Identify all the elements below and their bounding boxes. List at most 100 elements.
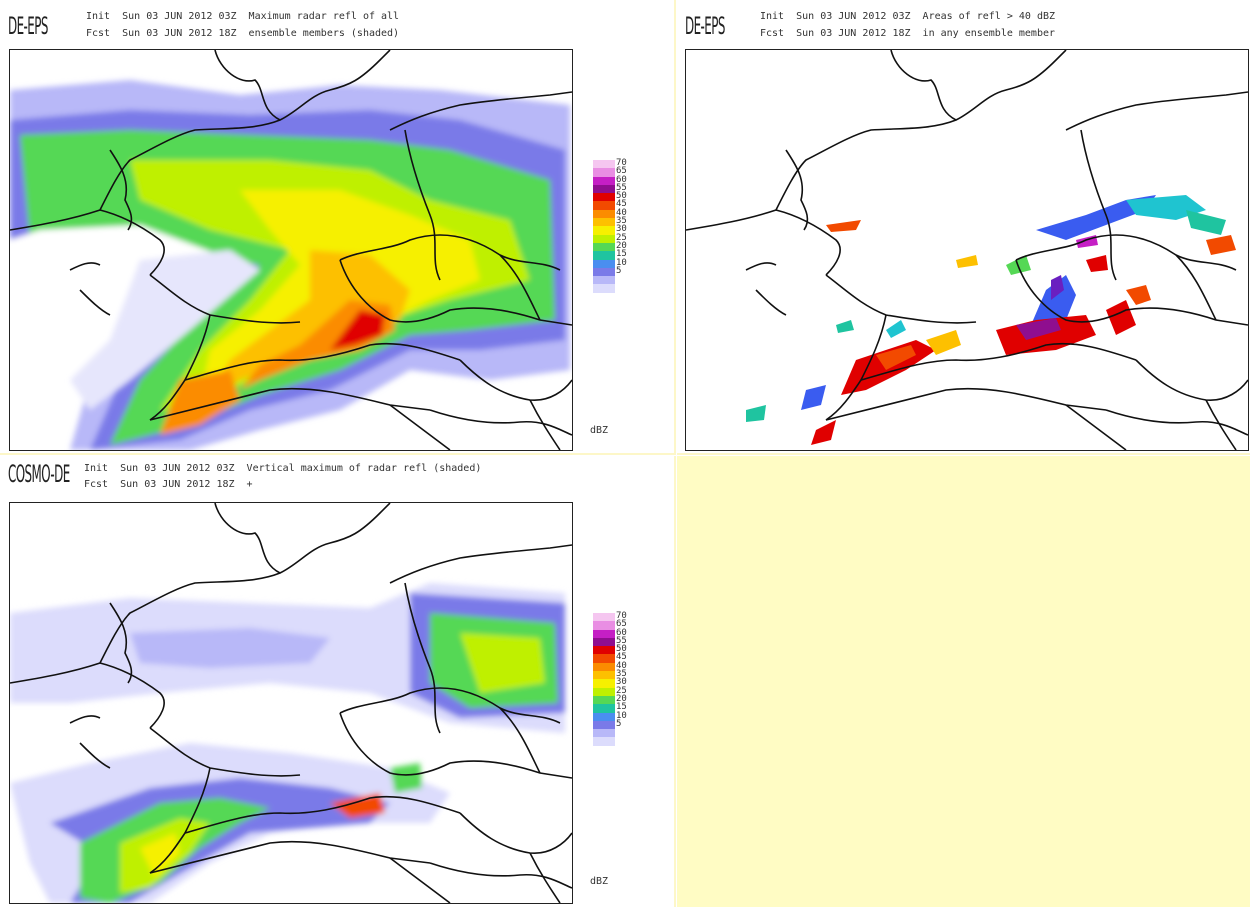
legend-row: 35 [593,669,653,680]
fcst-line: Fcst Sun 03 JUN 2012 18Z + [84,479,253,490]
legend-row: 30 [593,224,653,235]
legend-row: 45 [593,199,653,210]
legend-swatch [593,695,615,705]
legend-swatch [593,184,615,194]
legend-swatch [593,629,615,638]
legend-label: 70 [616,158,627,168]
init-line: Init Sun 03 JUN 2012 03Z Maximum radar r… [86,11,400,22]
legend-label: 25 [616,685,627,696]
legend-row: 20 [593,693,653,705]
legend-row: 25 [593,685,653,696]
legend-swatch [593,679,615,688]
legend-row: 50 [593,191,653,202]
legend-label: 60 [616,174,627,185]
legend-row: 60 [593,174,653,185]
legend-row: 55 [593,183,653,194]
unit-label: dBZ [590,425,609,436]
legend-row: 5 [593,718,653,730]
legend-swatch [593,218,615,227]
legend-row: 20 [593,240,653,252]
unit-label: dBZ [590,876,609,887]
legend-label: 30 [616,677,627,688]
legend-swatch [593,267,615,277]
legend-swatch [593,234,615,243]
legend-label: 20 [616,693,627,704]
legend-row: 25 [593,232,653,243]
legend-row: 50 [593,644,653,655]
legend-label: 10 [616,710,627,721]
legend-row: 40 [593,207,653,219]
legend-swatch [593,242,615,252]
legend-swatch [593,201,615,210]
legend-label: 5 [616,265,622,276]
legend-swatch [593,720,615,730]
legend-label: 35 [616,669,627,680]
reflectivity-map [9,49,573,451]
legend-row: 5 [593,265,653,277]
panel-cosmo-de: COSMO-DE Init Sun 03 JUN 2012 03Z Vertic… [0,456,676,907]
legend-swatch [593,704,615,713]
legend-swatch [593,654,615,663]
legend-row: 15 [593,249,653,260]
legend-row: 40 [593,660,653,672]
legend-swatch [593,168,615,177]
legend-row: 70 [593,158,653,169]
legend-row: 45 [593,652,653,663]
precip-field [10,80,570,450]
legend-swatch [593,646,615,655]
legend-swatch [593,637,615,647]
model-label: COSMO-DE [8,460,70,488]
legend-swatch [593,193,615,202]
legend-label: 65 [616,619,627,630]
legend-swatch [593,209,615,219]
legend-label: 45 [616,652,627,663]
legend-swatch [593,687,615,696]
legend-swatch [593,712,615,721]
init-line: Init Sun 03 JUN 2012 03Z Areas of refl >… [760,11,1056,22]
fcst-line: Fcst Sun 03 JUN 2012 18Z ensemble member… [86,28,400,39]
legend-label: 45 [616,199,627,210]
legend-label: 65 [616,166,627,177]
legend-swatch [593,613,615,622]
legend-row [593,729,653,738]
legend-swatch [593,662,615,672]
legend-swatch [593,621,615,630]
legend-swatch [593,737,615,746]
legend-row: 10 [593,710,653,721]
legend-row [593,284,653,293]
legend-row: 10 [593,257,653,268]
legend-swatch [593,160,615,169]
empty-panel [677,456,1250,907]
legend-label: 25 [616,232,627,243]
exceedance-map [685,49,1249,451]
legend-row: 70 [593,611,653,622]
legend-swatch [593,226,615,235]
boundaries [10,50,572,450]
legend-swatch [593,671,615,680]
legend-label: 10 [616,257,627,268]
init-line: Init Sun 03 JUN 2012 03Z Vertical maximu… [84,463,482,474]
legend-label: 50 [616,191,627,202]
legend-label: 30 [616,224,627,235]
legend-row: 30 [593,677,653,688]
legend-label: 55 [616,635,627,646]
legend-swatch [593,276,615,285]
legend-label: 50 [616,644,627,655]
legend-row [593,737,653,746]
legend-label: 20 [616,240,627,251]
legend-swatch [593,259,615,268]
legend-label: 15 [616,702,627,713]
precip-field [10,583,565,903]
legend-label: 5 [616,718,622,729]
boundaries [686,50,1248,450]
legend-label: 70 [616,611,627,621]
boundaries [10,503,572,903]
panel-de-eps-max-refl: DE-EPS Init Sun 03 JUN 2012 03Z Maximum … [0,0,676,455]
legend-label: 40 [616,207,627,218]
legend-label: 15 [616,249,627,260]
legend-row: 65 [593,619,653,630]
legend-row: 60 [593,628,653,638]
legend-label: 40 [616,660,627,671]
